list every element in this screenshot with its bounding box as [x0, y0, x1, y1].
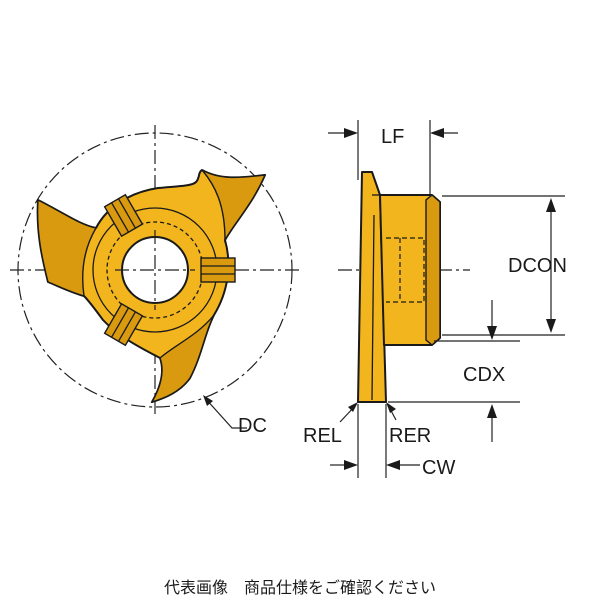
front-view: DC	[10, 125, 300, 437]
rer-label: RER	[389, 425, 431, 447]
cdx-label: CDX	[463, 364, 505, 386]
rel-leader-arrow	[348, 402, 358, 412]
cw-label: CW	[422, 457, 455, 479]
dcon-label: DCON	[508, 255, 567, 277]
side-view: LF DCON CDX REL RER	[303, 120, 567, 479]
lf-arrow-left	[344, 128, 358, 138]
caption: 代表画像 商品仕様をご確認ください	[164, 579, 436, 597]
cdx-arrow-bottom	[487, 404, 497, 418]
cw-arrow-right	[386, 460, 400, 470]
bore-hidden-lines	[386, 237, 425, 303]
flute-face-bottom	[150, 314, 215, 404]
rel-label: REL	[303, 425, 342, 447]
cdx-arrow-top	[487, 326, 497, 340]
flute-face-left	[36, 198, 98, 297]
dc-leader-arrow	[203, 395, 213, 406]
flute-face-top	[201, 169, 267, 243]
key-slot-left	[103, 302, 144, 347]
dc-leader-line	[204, 397, 247, 429]
lf-label: LF	[381, 126, 404, 148]
cw-arrow-left	[344, 460, 358, 470]
lf-arrow-right	[430, 128, 444, 138]
key-slot-top	[103, 193, 144, 238]
dc-label: DC	[238, 415, 267, 437]
hub-chamfer-face	[425, 194, 441, 346]
dcon-arrow-top	[546, 198, 556, 212]
key-slot-bottom	[200, 257, 236, 283]
dcon-arrow-bottom	[546, 319, 556, 333]
rer-leader-arrow	[386, 402, 396, 413]
